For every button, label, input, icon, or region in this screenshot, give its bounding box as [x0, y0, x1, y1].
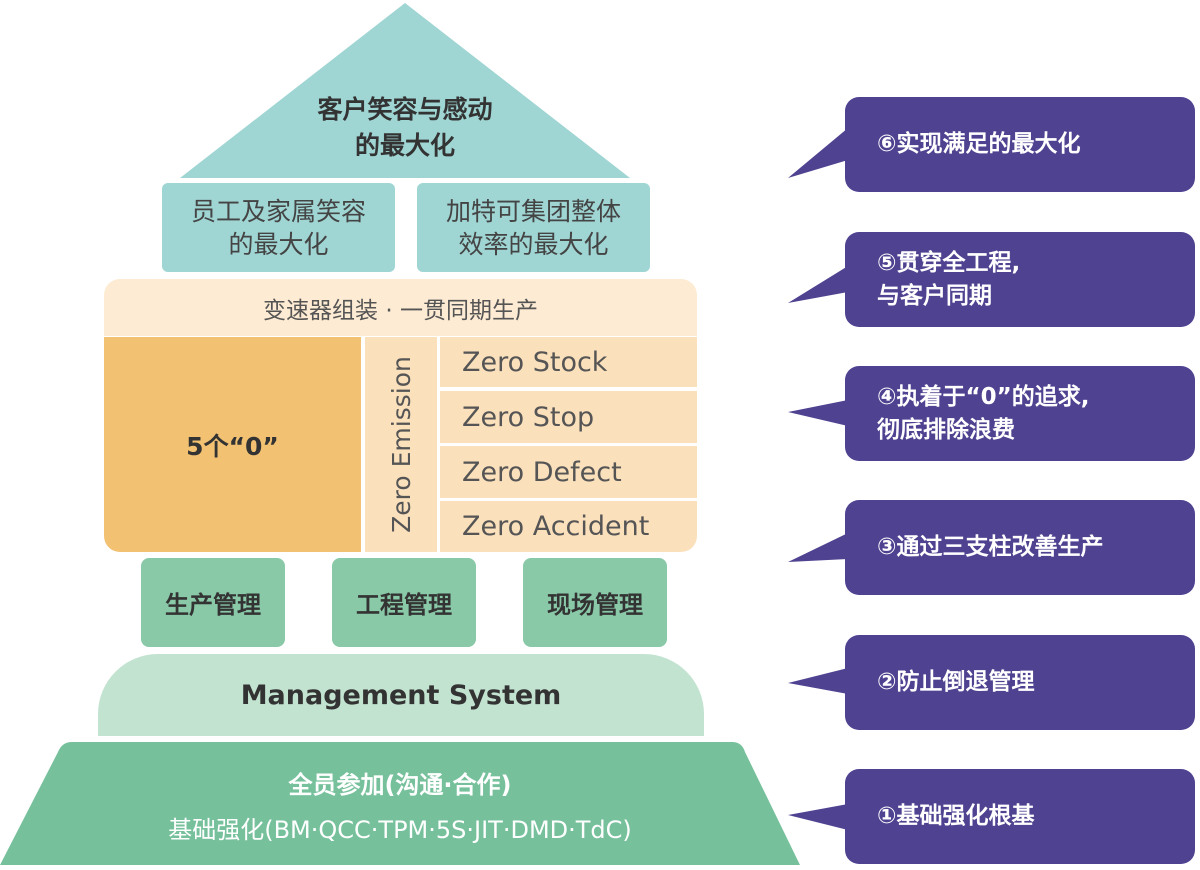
- callout-3-line1: ③通过三支柱改善生产: [877, 534, 1104, 560]
- callout-1-line1: ①基础强化根基: [877, 803, 1035, 829]
- callout-pointer-3: [788, 533, 848, 562]
- callout-3: ③通过三支柱改善生产: [845, 500, 1195, 595]
- callout-2-line1: ②防止倒退管理: [877, 669, 1035, 695]
- zero-stock-row: Zero Stock: [440, 337, 697, 387]
- callout-5-line2: 与客户同期: [877, 282, 992, 309]
- five-zero-label: 5个“0”: [186, 431, 279, 461]
- management-system-label: Management System: [240, 679, 562, 711]
- subroof-box-employees: 员工及家属笑容 的最大化: [162, 183, 395, 272]
- subroof-efficiency-line2: 效率的最大化: [458, 229, 609, 259]
- callout-4-line2: 彻底排除浪费: [877, 416, 1015, 443]
- zero-emission-label: Zero Emission: [386, 356, 416, 533]
- callout-6-line1: ⑥实现满足的最大化: [877, 131, 1081, 157]
- management-system-block: Management System: [98, 654, 704, 736]
- sync-production-band: 变速器组装 · 一贯同期生产: [104, 279, 697, 336]
- pillar-engineering: 工程管理: [332, 558, 476, 647]
- subroof-efficiency-line1: 加特可集团整体: [445, 196, 621, 226]
- pillar-engineering-label: 工程管理: [356, 591, 452, 619]
- zero-accident-label: Zero Accident: [462, 511, 650, 542]
- sync-production-label: 变速器组装 · 一贯同期生产: [263, 297, 538, 324]
- callout-pointer-4: [788, 400, 848, 426]
- callout-6: ⑥实现满足的最大化: [845, 97, 1195, 192]
- callout-pointer-5: [788, 266, 848, 303]
- callout-2: ②防止倒退管理: [845, 635, 1195, 730]
- zero-defect-label: Zero Defect: [462, 456, 622, 488]
- roof-title: 客户笑容与感动 的最大化: [230, 92, 580, 164]
- callout-5-line1: ⑤贯穿全工程,: [877, 249, 1021, 276]
- subroof-employees-line2: 的最大化: [228, 229, 329, 259]
- zero-emission-block: Zero Emission: [365, 337, 437, 552]
- zero-accident-row: Zero Accident: [440, 501, 697, 552]
- base-subtitle: 基础强化(BM·QCC·TPM·5S·JIT·DMD·TdC): [168, 816, 632, 844]
- callout-pointer-6: [788, 128, 848, 178]
- pillar-site: 现场管理: [523, 558, 667, 647]
- roof-title-line1: 客户笑容与感动: [317, 95, 493, 124]
- five-zero-block: 5个“0”: [104, 337, 361, 552]
- pillar-site-label: 现场管理: [547, 591, 643, 619]
- subroof-employees-line1: 员工及家属笑容: [190, 196, 366, 226]
- callout-1: ①基础强化根基: [845, 769, 1195, 864]
- callout-5: ⑤贯穿全工程, 与客户同期: [845, 232, 1195, 327]
- pillar-production-label: 生产管理: [165, 591, 261, 619]
- zero-stock-label: Zero Stock: [462, 346, 608, 378]
- base-title: 全员参加(沟通·合作): [288, 771, 512, 799]
- callout-4-line1: ④执着于“0”的追求,: [877, 383, 1090, 410]
- zero-defect-row: Zero Defect: [440, 446, 697, 498]
- callout-pointer-2: [788, 668, 848, 694]
- roof-title-line2: 的最大化: [354, 131, 455, 160]
- base-trapezoid: [0, 742, 800, 865]
- roof-triangle: [180, 3, 630, 178]
- zero-stop-row: Zero Stop: [440, 391, 697, 443]
- callout-4: ④执着于“0”的追求, 彻底排除浪费: [845, 366, 1195, 461]
- zero-stop-label: Zero Stop: [462, 401, 595, 433]
- pillar-production: 生产管理: [141, 558, 285, 647]
- callout-pointer-1: [788, 804, 848, 830]
- subroof-box-efficiency: 加特可集团整体 效率的最大化: [417, 183, 650, 272]
